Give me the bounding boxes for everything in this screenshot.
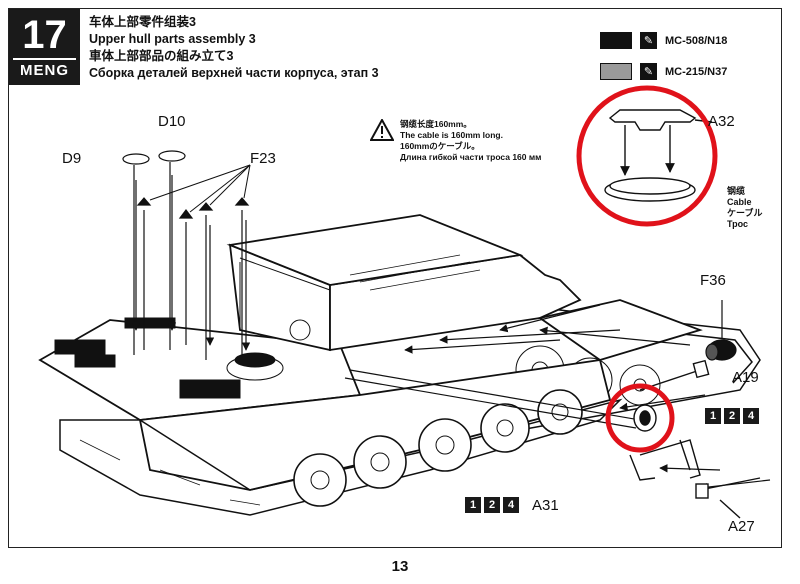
- page-frame: [8, 8, 782, 548]
- highlight-circle-a32: [576, 85, 718, 227]
- label-f36: F36: [700, 272, 726, 289]
- near-track: [59, 389, 623, 516]
- part-a31: [629, 439, 701, 481]
- warning-icon: [370, 119, 394, 141]
- highlight-circle-cable-eye: [605, 383, 675, 453]
- paint-chip-grey: ✎ MC-215/N37: [600, 63, 727, 80]
- cable-label-japanese: ケーブル: [727, 208, 763, 218]
- cable-line: [344, 369, 641, 429]
- sequence-badges-right: 1 2 4: [705, 408, 759, 424]
- cable-label-chinese: 钢缆: [727, 186, 746, 196]
- seq-badge: 2: [484, 497, 500, 513]
- title-russian: Сборка деталей верхней части корпуса, эт…: [89, 66, 379, 80]
- title-chinese: 车体上部零件组装3: [89, 15, 196, 29]
- step-titles: 车体上部零件组装3 Upper hull parts assembly 3 車体…: [89, 14, 379, 82]
- warning-russian: Длина гибкой части троса 160 мм: [400, 152, 542, 162]
- page-number: 13: [391, 558, 409, 575]
- brand-logo: MENG: [13, 58, 76, 79]
- label-a27: A27: [728, 518, 755, 535]
- warning-english: The cable is 160mm long.: [400, 130, 503, 140]
- seq-badge: 1: [465, 497, 481, 513]
- label-a32: A32: [708, 113, 735, 130]
- paint-swatch: [600, 63, 632, 80]
- step-number: 17: [22, 13, 67, 57]
- seq-badge: 4: [503, 497, 519, 513]
- paint-chip-black: ✎ MC-508/N18: [600, 32, 727, 49]
- cable-eye: [633, 404, 657, 432]
- warning-japanese: 160mmのケーブル。: [400, 141, 480, 151]
- seq-badge: 1: [705, 408, 721, 424]
- seq-badge: 4: [743, 408, 759, 424]
- part-d9: [122, 153, 150, 355]
- title-japanese: 車体上部部品の組み立て3: [89, 49, 234, 63]
- part-f36: [705, 300, 737, 361]
- step-badge: 17 MENG: [9, 9, 80, 85]
- title-english: Upper hull parts assembly 3: [89, 32, 256, 46]
- road-wheels: [293, 389, 583, 507]
- hull-details: [54, 254, 481, 399]
- warning-chinese: 钢缆长度160mm。: [400, 119, 472, 129]
- paint-swatch: [600, 32, 632, 49]
- cable-label-english: Cable: [727, 197, 752, 207]
- cable-label: 钢缆 Cable ケーブル Трос: [727, 186, 762, 230]
- label-a31: A31: [532, 497, 559, 514]
- brush-icon: ✎: [640, 63, 657, 80]
- label-f23: F23: [250, 150, 276, 167]
- cable-length-warning: 钢缆长度160mm。 The cable is 160mm long. 160m…: [370, 119, 541, 163]
- f23-leaders: [149, 164, 251, 213]
- part-a32-detail: [604, 109, 713, 202]
- tank-hull: [38, 214, 703, 491]
- label-d10: D10: [158, 113, 186, 130]
- label-a19: A19: [732, 369, 759, 386]
- brush-icon: ✎: [640, 32, 657, 49]
- cable-label-russian: Трос: [727, 219, 749, 229]
- paint-code: MC-508/N18: [665, 34, 728, 47]
- sequence-badges-left: 1 2 4: [465, 497, 519, 513]
- label-d9: D9: [62, 150, 82, 167]
- part-f23: [136, 197, 250, 360]
- paint-code: MC-215/N37: [665, 65, 728, 78]
- seq-badge: 2: [724, 408, 740, 424]
- part-a27: [695, 477, 761, 519]
- insertion-arrows: [131, 175, 771, 492]
